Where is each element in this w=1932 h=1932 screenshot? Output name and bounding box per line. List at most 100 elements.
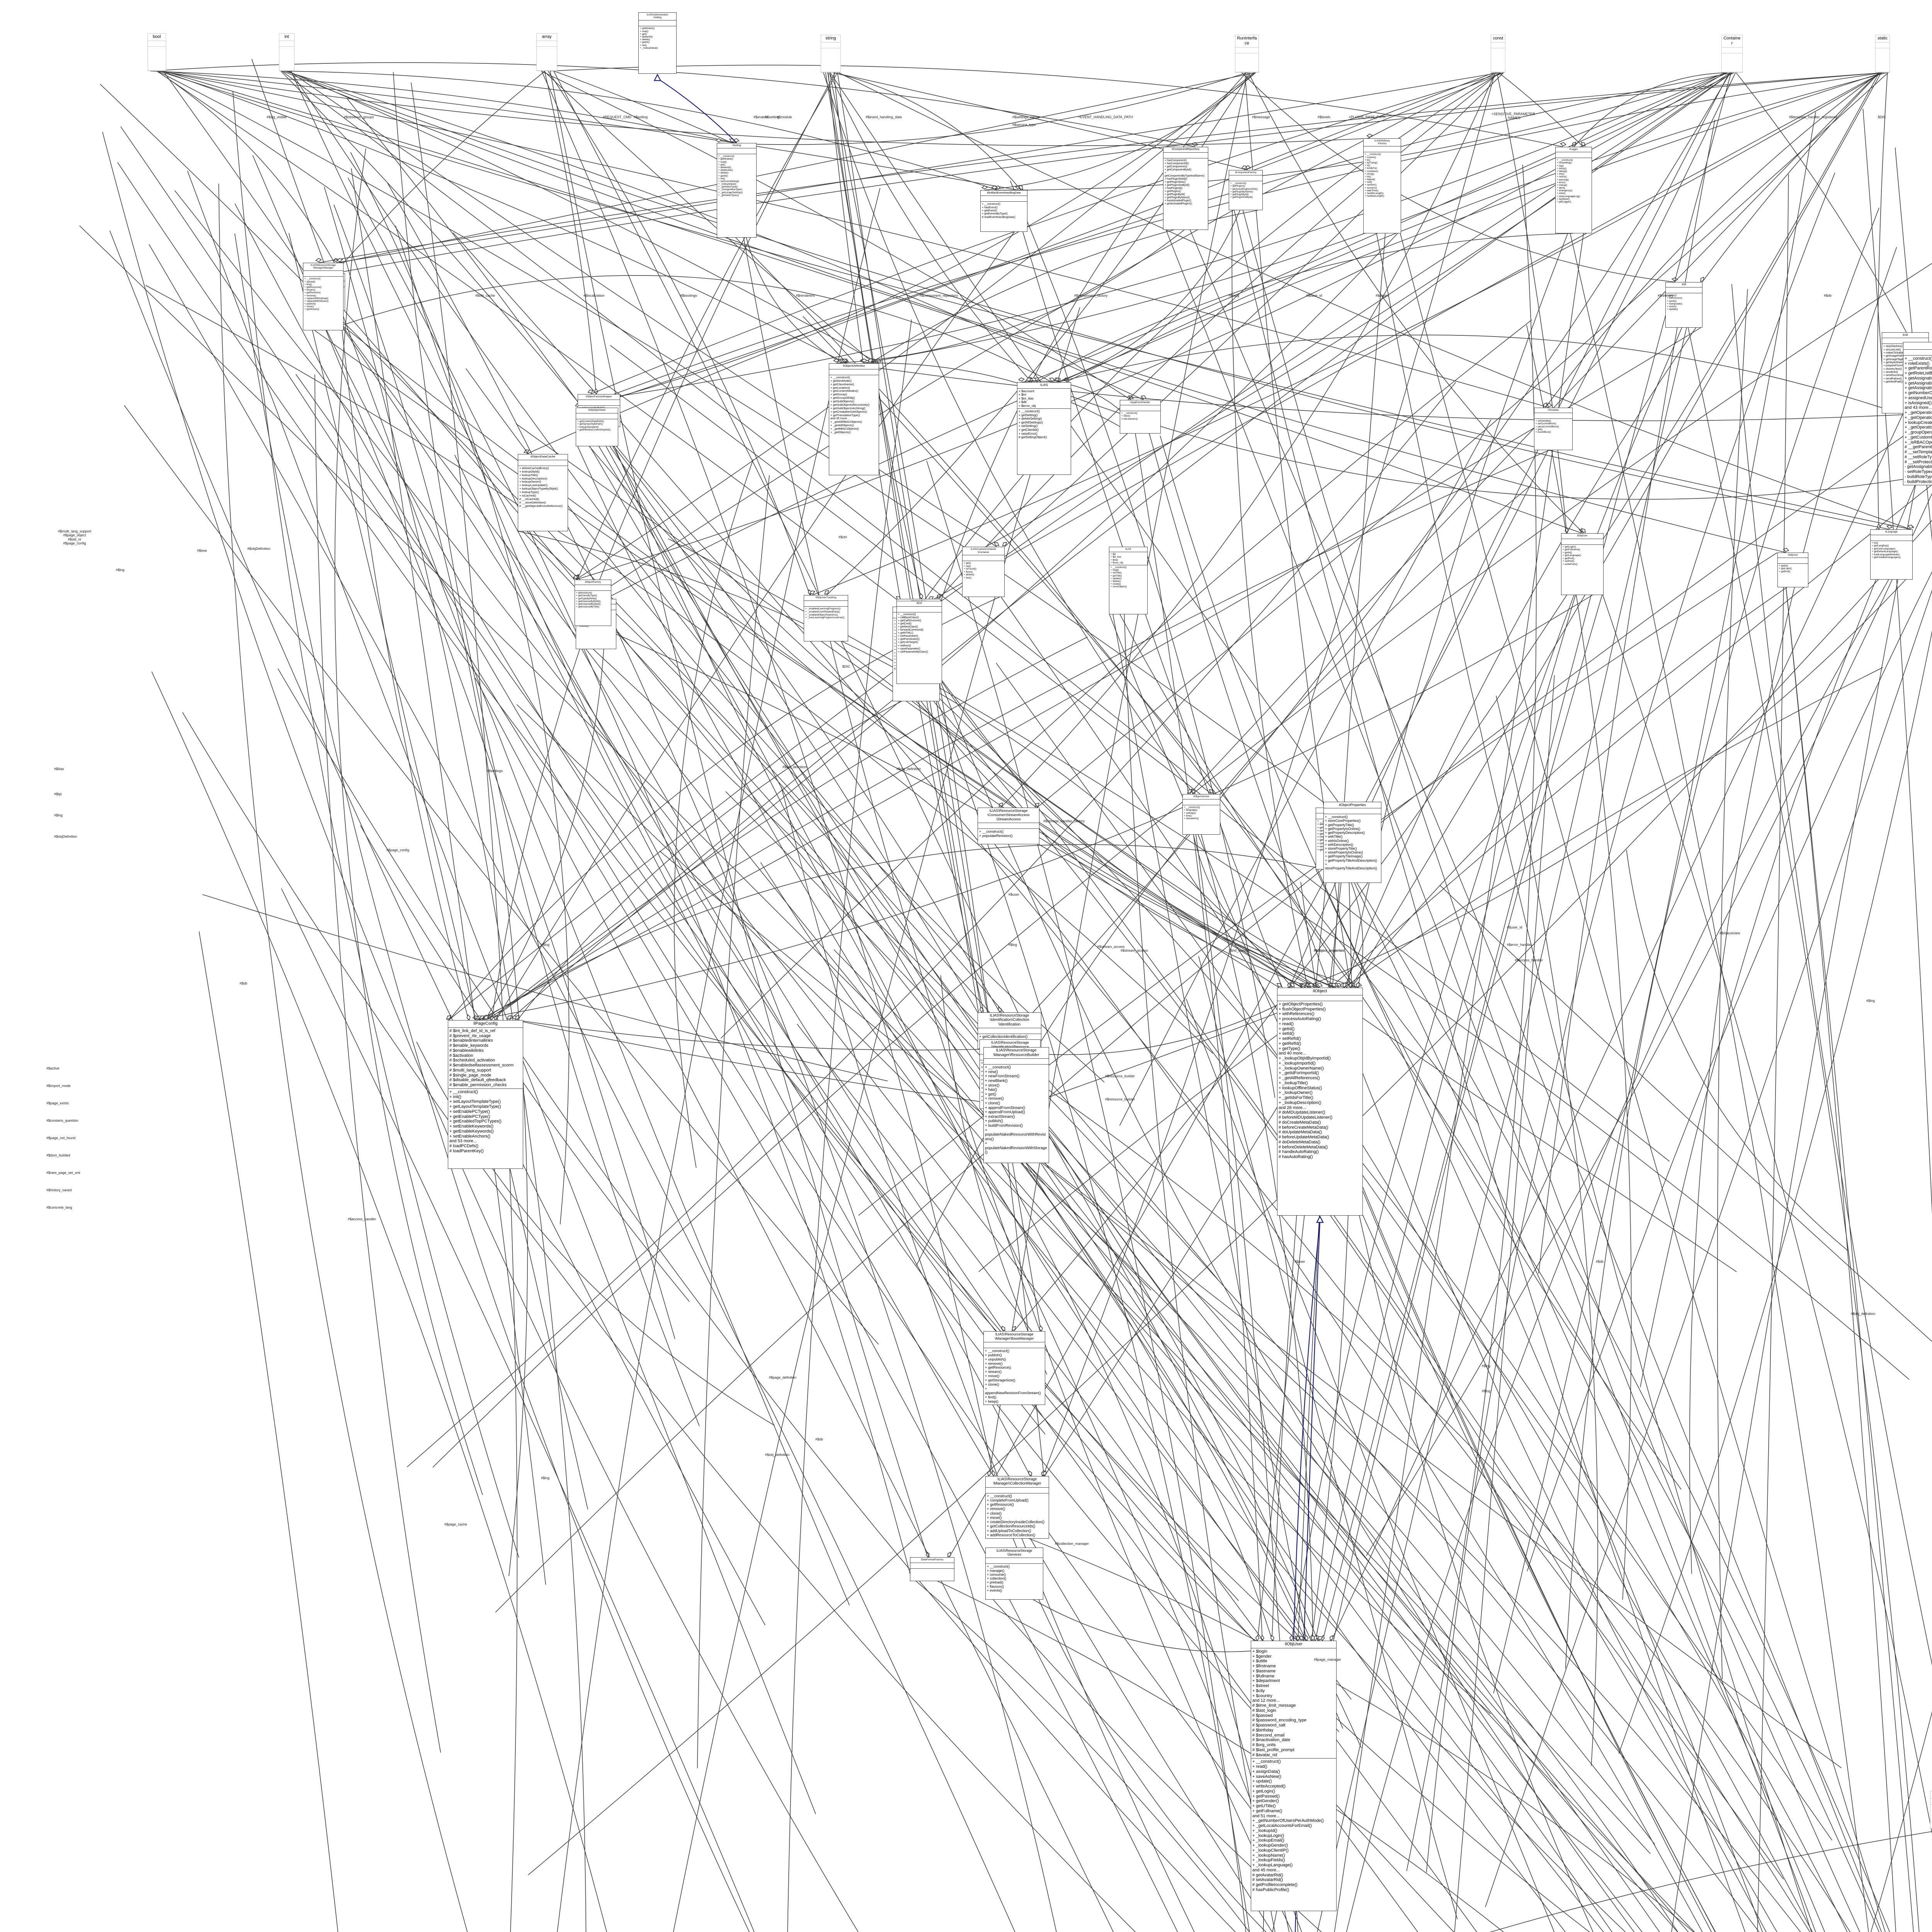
uml-class-operations — [537, 47, 557, 71]
uml-class-ILIAS_ResourceStorage_Manager_CollectionManager[interactable]: ILIAS\ResourceStorage \Manager\Collectio… — [985, 1476, 1049, 1539]
edge-label: #$component_factory — [1074, 294, 1108, 298]
uml-class-ilPageConfig[interactable]: ilPageConfig# $int_link_def_id_is_ref # … — [448, 1020, 523, 1169]
uml-class-ilObjectDataCache[interactable]: ilObjectDataCache+ deleteCachedEntry() +… — [518, 454, 568, 531]
uml-class-title: array — [537, 34, 557, 41]
uml-class-ILIAS_Cache_Container[interactable]: ILIAS\Cache\Container \Container+ get() … — [962, 547, 1005, 597]
uml-class-operations — [148, 47, 166, 71]
uml-class-ILIAS_ResourceStorage_Services[interactable]: ILIAS\ResourceStorage \Services+ __const… — [985, 1548, 1043, 1600]
uml-class-ilObjectService[interactable]: ilObjectService+ __construct() + languag… — [1182, 794, 1220, 835]
edge-label: #$collection_manager — [1055, 1542, 1089, 1546]
edge-label: #$resource_builder — [1105, 1074, 1135, 1078]
uml-class-ilLanguage[interactable]: ilLanguage+ txt() + getLangKey() + getUs… — [1870, 529, 1913, 580]
uml-class-operations: + getModule() + read() + get() + deleteA… — [640, 27, 658, 49]
uml-class-attributes — [1235, 48, 1259, 53]
uml-class-title: ILIAS\Refinery \Factory — [1364, 139, 1401, 147]
uml-class-attributes — [1876, 43, 1889, 48]
uml-class-operations: + __construct() + language() + settings(… — [1184, 806, 1200, 820]
uml-class-DataFormatFactory[interactable]: DataFormatFactory — [910, 1557, 954, 1581]
uml-class-ilLogger[interactable]: ilLogger+ __construct() + isHandling() +… — [1555, 147, 1592, 233]
uml-class-title: ilArtifactEventHandlingData — [981, 190, 1027, 196]
uml-class-title: ILIAS\ResourceStorage \Manager\Collectio… — [986, 1476, 1049, 1488]
edge-label: #$lng — [1866, 999, 1875, 1003]
uml-class-attributes — [576, 413, 618, 419]
edge-label: #$observer_groups — [344, 115, 374, 119]
uml-class-ilRbacReview[interactable]: ilRbacReview+ __construct() + roleExists… — [1903, 342, 1932, 486]
uml-class-ilObjUserTrackingSettings[interactable]: ilObjUserTracking+ _enabledLearningProgr… — [804, 595, 848, 641]
uml-class-ilObject[interactable]: ilObject+ getObjectProperties() + flushO… — [1277, 988, 1363, 1216]
uml-class-ILIAS_Refinery_Factory[interactable]: ILIAS\Refinery \Factory+ __construct() +… — [1363, 138, 1401, 233]
edge-label: #$obj_definition — [782, 765, 807, 769]
edge-label: #$object_properties — [1314, 949, 1345, 952]
uml-class-RunInterface[interactable]: RunInterface — [1235, 35, 1259, 73]
uml-class-title: ILIAS\ResourceStorage \Manager\Manager — [303, 263, 343, 271]
uml-class-operations: + __construct() + init() + setLayoutTemp… — [449, 1089, 502, 1153]
uml-class-attributes — [910, 1563, 954, 1569]
uml-class-title: ilObjUser — [1251, 1641, 1336, 1648]
uml-class-attributes — [1163, 153, 1208, 158]
edge-label: #$error_handler — [1507, 943, 1532, 947]
uml-class-DOMDocument[interactable]: DOMDocument — [1930, 1791, 1932, 1829]
uml-class-operations: + getInstance() + getClassByType() + get… — [576, 592, 601, 609]
uml-class-int[interactable]: int — [279, 33, 294, 71]
uml-class-ilObjUser_upper[interactable]: ilObjUser+ getLogin() + getFullname() + … — [1561, 533, 1604, 595]
uml-class-ILIAS_ResourceStorage_Consumer_StreamAccess[interactable]: ILIAS\ResourceStorage \Consumer\StreamAc… — [978, 808, 1039, 844]
uml-class-title: const — [1491, 35, 1505, 43]
uml-class-attributes — [1778, 558, 1808, 564]
uml-class-ilTemplate[interactable]: ilTemplate+ setVariable() + setCurrentBl… — [1534, 408, 1573, 450]
uml-class-ILIAS_Administration_Setting[interactable]: ILIAS\Administration \Setting+ getModule… — [638, 12, 677, 74]
uml-class-ILIAS_ResourceStorage_Manager_BaseManager[interactable]: ILIAS\ResourceStorage \Manager\BaseManag… — [983, 1331, 1045, 1405]
uml-class-operations: + __construct() + storeCoreProperties() … — [1325, 815, 1378, 871]
uml-class-bool[interactable]: bool — [148, 33, 166, 71]
uml-class-attributes — [1324, 808, 1381, 815]
uml-class-operations — [1235, 53, 1259, 72]
uml-class-Container[interactable]: Container — [1721, 35, 1743, 73]
uml-class-ilAppEventHandler[interactable]: ilAppEventHandler+ __construct() + raise… — [1120, 400, 1161, 434]
edge-label: #$stream_access — [1097, 945, 1125, 949]
uml-class-ILIAS_ResourceStorage_Manager_Manager[interactable]: ILIAS\ResourceStorage \Manager\Manager+ … — [303, 263, 344, 330]
edge-label: #$resource_builder — [1105, 1097, 1135, 1101]
edge-label: #$user — [1294, 1260, 1305, 1264]
uml-class-operations: + getId() + getLogin() + getPref() — [1779, 565, 1792, 573]
uml-class-operations: + __construct() + isHandling() + log() +… — [1557, 159, 1580, 203]
uml-class-attributes — [1183, 799, 1220, 806]
uml-class-operations: + get() + set() + isFound() + flush() + … — [964, 562, 976, 579]
uml-class-operations: + _enabledLearningProgress() + _enabledU… — [805, 607, 845, 619]
edge-label: #$tree — [197, 549, 207, 553]
uml-class-ILIAS[interactable]: ILIAS+ $account + $ini + $ini_ilias + $d… — [1017, 382, 1071, 475]
uml-class-ilCtrl[interactable]: ilCtrl+ __construct() + callBaseClass() … — [896, 601, 942, 684]
edge-label: #$object_properties — [1314, 949, 1345, 952]
edge-label: #$db — [1824, 294, 1832, 298]
uml-class-title: ilObjectFactoryWrapper — [578, 395, 620, 400]
uml-class-ilObjectFactory[interactable]: ilObjectFactory+ getInstance() + getClas… — [575, 580, 611, 626]
uml-class-ilPCResources_parent_manager[interactable]: ILIAS\ResourceStorage \Manager\ResourceB… — [983, 1047, 1049, 1163]
uml-class-title: ILIAS\ResourceStorage \Manager\BaseManag… — [984, 1332, 1045, 1342]
uml-class-ilObjUser[interactable]: ilObjUser+ $login + $gender + $utitle + … — [1251, 1641, 1337, 1911]
uml-class-string[interactable]: string — [821, 35, 841, 73]
uml-class-ilDB[interactable]: ilDB+ query() + fetchAssoc() + quote() +… — [1665, 282, 1702, 328]
uml-class-array[interactable]: array — [536, 33, 557, 71]
edge-label: #$module — [777, 115, 792, 119]
edge-label: #$obj_definition — [1851, 1312, 1876, 1316]
uml-class-ilComponentFactory[interactable]: ilComponentFactory+ __construct() + getP… — [1229, 170, 1263, 210]
uml-class-ilArtifactEventHandlingData[interactable]: ilArtifactEventHandlingData+ __construct… — [980, 190, 1027, 232]
uml-class-attributes — [1871, 535, 1912, 541]
uml-class-ilComponentRepository[interactable]: ilComponentRepository+ hasComponent() + … — [1163, 147, 1208, 230]
uml-class-ilSetting[interactable]: ilSetting+ __construct() + getModule() +… — [717, 143, 757, 238]
uml-class-attributes: # $int_link_def_id_is_ref # $prevent_rte… — [448, 1028, 523, 1089]
uml-class-title: int — [279, 34, 294, 41]
uml-class-operations: + __construct() + getPlugins() + getActi… — [1230, 182, 1258, 199]
uml-class-ilObjProperties[interactable]: ilObjectProperties+ __construct() + stor… — [1323, 802, 1381, 883]
uml-class-ilObjUser_right[interactable]: ilObjUser+ getId() + getLogin() + getPre… — [1777, 553, 1808, 587]
uml-class-const[interactable]: const — [1491, 35, 1505, 73]
uml-class-attributes — [148, 41, 166, 47]
uml-class-title: ilUtil — [1882, 333, 1929, 338]
uml-class-attributes — [1491, 43, 1505, 48]
uml-class-attributes — [1364, 146, 1401, 153]
uml-class-static[interactable]: static — [1875, 35, 1890, 73]
uml-class-title: DOMDocument — [1930, 1791, 1932, 1799]
uml-class-ilLAS[interactable]: ilLAS+ $id + $id_tree + $tree + $user_ob… — [1109, 547, 1148, 614]
uml-class-ilObjStyleSheet[interactable]: ilObjStyleSheet+ getContentStylePath() +… — [576, 408, 618, 446]
uml-class-operations — [1722, 53, 1742, 72]
uml-class-operations: + __construct() + callBaseClass() + getC… — [898, 613, 928, 653]
uml-class-ilObjectDefinition[interactable]: ilObjectDefinition+ __construct() + getD… — [829, 363, 879, 475]
